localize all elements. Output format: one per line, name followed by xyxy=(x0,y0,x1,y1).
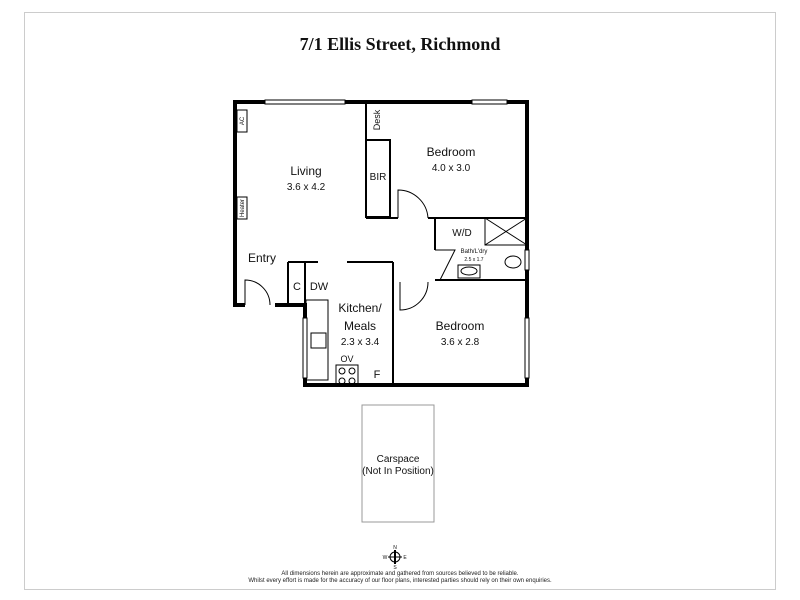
walls xyxy=(233,100,529,387)
heater-label: Heater xyxy=(240,199,246,217)
dishwasher-label: DW xyxy=(310,281,329,293)
room-bath-dims: 2.5 x 1.7 xyxy=(464,257,483,263)
compass-e: E xyxy=(403,555,407,561)
carspace-note: (Not In Position) xyxy=(362,466,434,477)
carspace-name: Carspace xyxy=(377,454,420,465)
page-frame xyxy=(24,12,776,590)
bedroom-door-swing xyxy=(397,189,429,219)
closet-label: C xyxy=(293,281,301,293)
disclaimer-line-1: All dimensions herein are approximate an… xyxy=(281,571,519,577)
room-bedroom2-dims: 3.6 x 2.8 xyxy=(441,337,480,348)
room-entry-name: Entry xyxy=(248,251,276,265)
bath-door-swing xyxy=(435,249,456,281)
room-bedroom1-dims: 4.0 x 3.0 xyxy=(432,163,471,174)
disclaimer: All dimensions herein are approximate an… xyxy=(0,571,800,585)
compass-n: N xyxy=(393,545,397,551)
room-kitchen-name1: Kitchen/ xyxy=(338,301,382,315)
compass-icon: N S E W xyxy=(383,545,408,571)
room-bedroom2-name: Bedroom xyxy=(436,319,485,333)
bir-label: BIR xyxy=(370,172,387,183)
bedroom2-door-swing xyxy=(399,281,429,311)
room-kitchen-name2: Meals xyxy=(344,319,376,333)
room-living-dims: 3.6 x 4.2 xyxy=(287,182,326,193)
room-kitchen-dims: 2.3 x 3.4 xyxy=(341,337,380,348)
fridge-label: F xyxy=(374,369,381,381)
compass-s: S xyxy=(393,565,397,571)
room-bath-name: Bath/L'dry xyxy=(461,249,488,255)
desk-label: Desk xyxy=(372,109,382,130)
entry-door-swing xyxy=(244,279,271,306)
room-bedroom1-name: Bedroom xyxy=(427,145,476,159)
carspace-outline xyxy=(361,404,435,523)
page-title: 7/1 Ellis Street, Richmond xyxy=(299,34,501,54)
disclaimer-line-2: Whilst every effort is made for the accu… xyxy=(248,578,552,584)
fixtures-lines xyxy=(236,99,530,523)
compass-w: W xyxy=(383,555,388,561)
room-living-name: Living xyxy=(290,164,321,178)
oven-label: OV xyxy=(340,354,353,364)
wd-label: W/D xyxy=(452,228,471,239)
ac-label: AC xyxy=(240,116,246,125)
